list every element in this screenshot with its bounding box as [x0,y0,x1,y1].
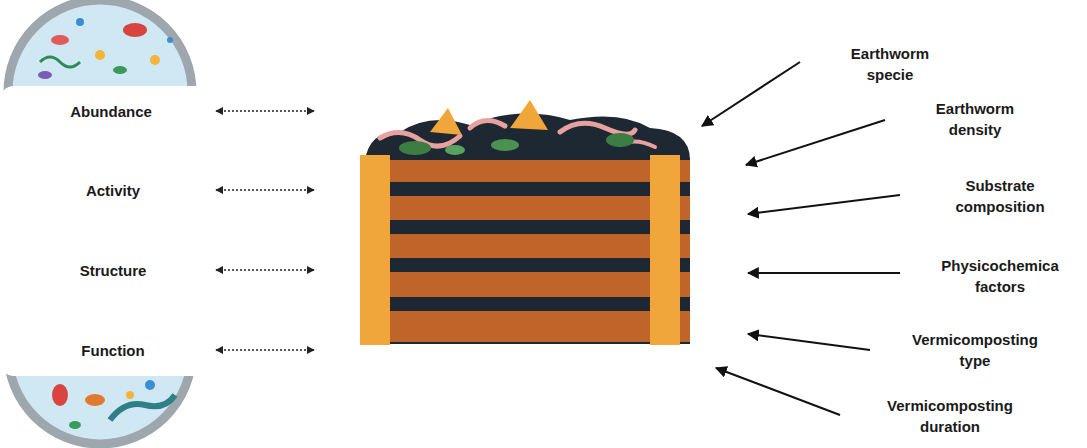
measure-label: Function [71,338,154,363]
factor-label: Vermicomposting duration [887,395,1013,437]
factor-label: Earthworm specie [851,43,929,85]
factor-arrow [702,62,900,415]
factor-label: Substrate composition [955,175,1044,217]
factor-label: Vermicomposting type [912,329,1038,371]
factor-label: Physicochemica factors [941,255,1059,297]
dotted-arrow [216,111,314,350]
compost-bin [360,100,690,345]
measure-label: Structure [70,258,157,283]
factor-label: Earthworm density [936,98,1014,140]
measure-label: Abundance [60,99,162,124]
measure-label: Activity [76,178,150,203]
label-ground [0,86,232,376]
